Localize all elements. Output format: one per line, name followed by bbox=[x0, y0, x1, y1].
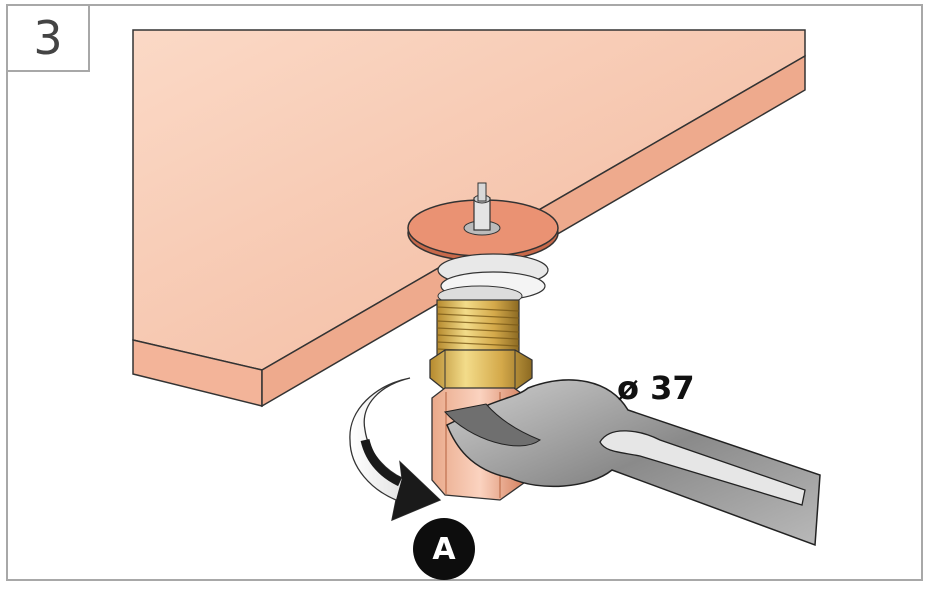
wrench-icon bbox=[444, 379, 821, 547]
callout-a-label: A bbox=[432, 531, 456, 567]
countertop-panel bbox=[132, 29, 821, 547]
rotation-arrow-icon bbox=[349, 377, 442, 522]
step-number-box: 3 bbox=[6, 4, 90, 72]
wrench-size-label: ø 37 bbox=[617, 369, 695, 407]
callout-a-badge: A bbox=[413, 518, 475, 580]
assembly-illustration bbox=[132, 29, 821, 547]
step-number: 3 bbox=[33, 11, 63, 65]
figure-frame bbox=[6, 4, 923, 581]
